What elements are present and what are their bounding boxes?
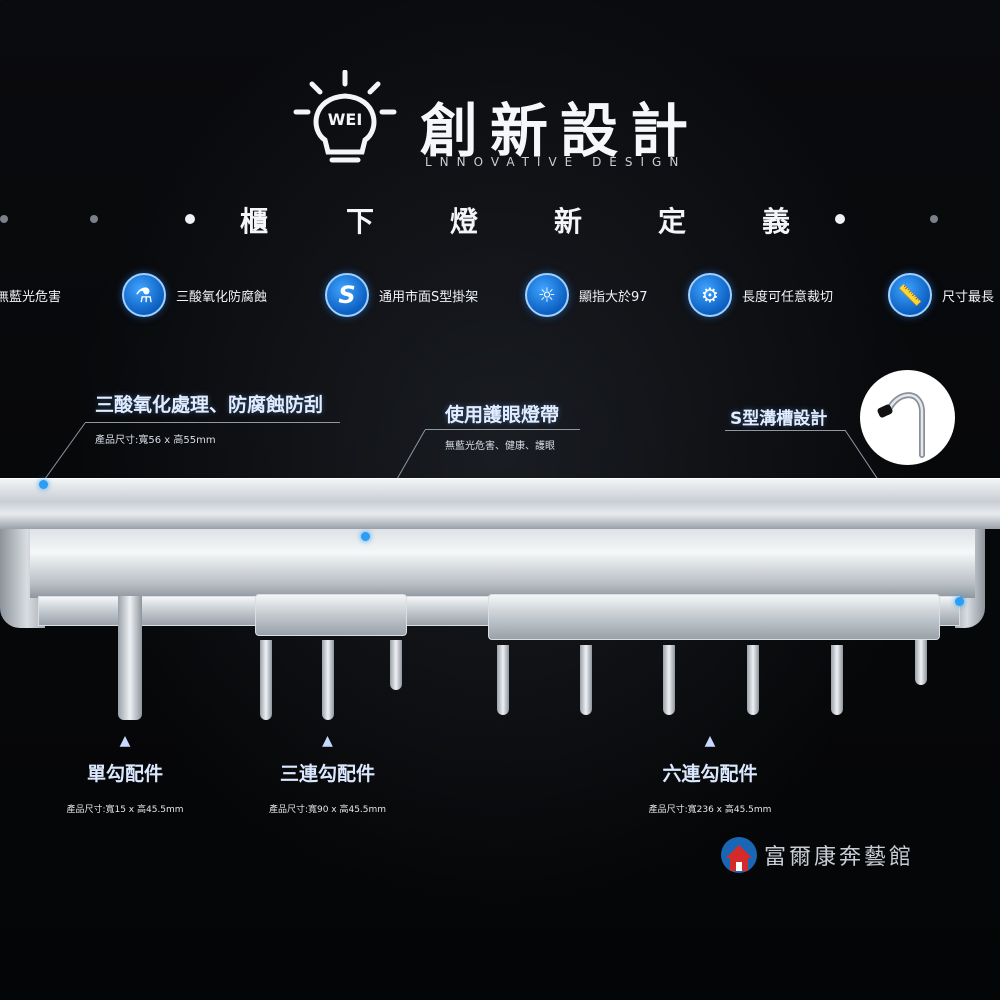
accessory-size: 產品尺寸:寬236 x 高45.5mm [648,805,772,815]
house-logo-icon [721,837,757,873]
callout-line [85,422,340,423]
triple-hook-body [255,594,407,636]
accessory-size: 產品尺寸:寬90 x 高45.5mm [268,805,387,815]
callout-line [425,429,580,430]
divider-dot [0,215,8,223]
accessory-name: 六連勾配件 [662,763,758,785]
hook [663,645,675,715]
hook [390,640,402,690]
divider-dot [930,215,938,223]
logo-text: WEI [328,110,363,129]
ruler-icon: 📏 [888,273,932,317]
marker-dot [361,532,370,541]
feature-item: ⚗ 三酸氧化防腐蝕 [122,272,267,318]
feature-label: 三酸氧化防腐蝕 [176,289,268,305]
tagline-char: 櫃 [240,205,269,238]
lightbulb-icon: WEI [293,70,397,163]
feature-item: ⚙ 長度可任意裁切 [688,272,833,318]
marker-dot [39,480,48,489]
tagline-char: 新 [554,205,583,238]
tagline-char: 義 [762,205,791,238]
accessory-name: 三連勾配件 [279,763,375,785]
triangle-up-icon: ▲ [704,733,716,749]
aluminum-rail [0,478,1000,529]
six-hook-body [488,594,940,640]
accessory-six: ▲ 六連勾配件 產品尺寸:寬236 x 高45.5mm [620,733,800,815]
single-hook [118,596,142,720]
header: WEI 創新設計 LNNOVATIVE DESIGN [0,70,1000,190]
accessory-size: 產品尺寸:寬15 x 高45.5mm [66,805,184,815]
store-watermark: 富爾康奔藝館 [720,835,914,875]
callout-s-groove: S型溝槽設計 [725,404,850,431]
feature-row: 無藍光危害 ⚗ 三酸氧化防腐蝕 S 通用市面S型掛架 ☼ 顯指大於97 ⚙ 長度… [0,272,1000,322]
page-subtitle: LNNOVATIVE DESIGN [425,155,687,169]
hook [260,640,272,720]
sun-icon: ☼ [525,273,569,317]
hook [580,645,592,715]
callout-spec: 產品尺寸:寬56 x 高55mm [95,435,216,446]
triangle-up-icon: ▲ [322,733,333,749]
callout-title: S型溝槽設計 [730,409,828,429]
store-name: 富爾康奔藝館 [764,845,915,870]
feature-item: 📏 尺寸最長 [888,272,994,318]
divider-dot [835,214,845,224]
hook [322,640,334,720]
feature-label: 通用市面S型掛架 [379,289,479,305]
callout-treatment: 三酸氧化處理、防腐蝕防刮 產品尺寸:寬56 x 高55mm [85,390,345,446]
hook [831,645,843,715]
hook [497,645,509,715]
divider-dot [185,214,195,224]
callout-eye-care: 使用護眼燈帶 無藍光危害、健康、護眼 [425,400,595,452]
feature-label: 尺寸最長 [942,289,995,305]
accessory-name: 單勾配件 [86,763,163,785]
saw-blade-icon: ⚙ [688,273,732,317]
feature-label: 長度可任意裁切 [742,289,834,305]
feature-item: 無藍光危害 [0,272,61,318]
tagline: 櫃 下 燈 新 定 義 [0,200,1000,240]
feature-item: S 通用市面S型掛架 [325,272,478,318]
s-hook-closeup [860,370,955,465]
marker-dot [955,597,964,606]
callout-title: 三酸氧化處理、防腐蝕防刮 [95,394,324,416]
flask-icon: ⚗ [122,273,166,317]
callout-spec: 無藍光危害、健康、護眼 [445,441,555,452]
hook [747,645,759,715]
s-hook-icon: S [325,273,369,317]
feature-label: 無藍光危害 [0,289,62,305]
s-hook-icon [877,392,925,458]
triangle-up-icon: ▲ [119,733,131,749]
tagline-char: 下 [346,205,375,238]
accessory-triple: ▲ 三連勾配件 產品尺寸:寬90 x 高45.5mm [240,733,415,815]
callout-title: 使用護眼燈帶 [445,404,560,426]
accessory-single: ▲ 單勾配件 產品尺寸:寬15 x 高45.5mm [40,733,210,815]
divider-dot [90,215,98,223]
feature-label: 顯指大於97 [579,289,648,305]
light-tray [30,528,975,598]
feature-item: ☼ 顯指大於97 [525,272,648,318]
tagline-char: 定 [658,205,687,238]
hook [915,640,927,685]
tagline-char: 燈 [450,205,479,238]
callout-line [725,430,845,431]
page-title: 創新設計 [420,97,701,165]
